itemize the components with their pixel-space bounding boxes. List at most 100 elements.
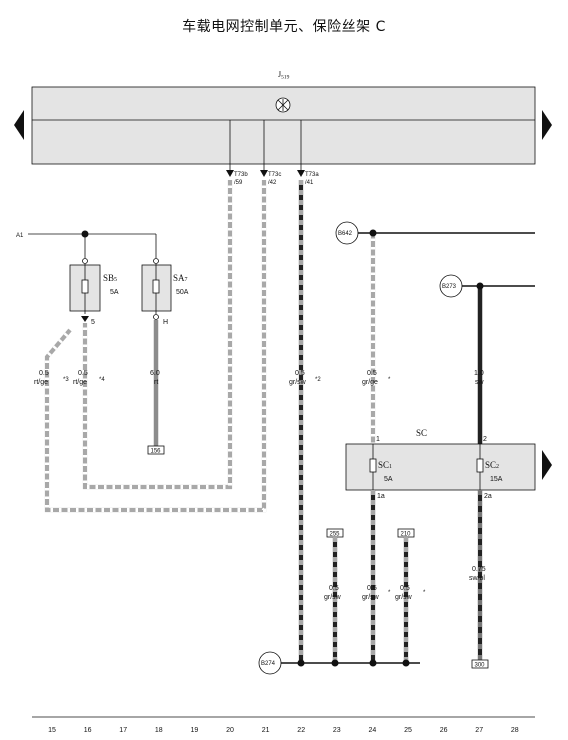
svg-text:/59: /59 (234, 180, 243, 186)
svg-text:T73a: T73a (305, 172, 319, 178)
column-number: 20 (226, 727, 234, 734)
wire-rt-ge[interactable] (44, 180, 267, 513)
svg-text:50A: 50A (176, 289, 189, 296)
svg-text:sw: sw (475, 379, 485, 386)
ref-300[interactable]: 300 (471, 659, 489, 669)
terminal-a1-label: A1 (16, 233, 24, 239)
control-unit-j519[interactable]: J519 (31, 70, 536, 165)
fuse-circle-icon (275, 97, 291, 113)
ref-255[interactable]: 255 (326, 528, 344, 538)
svg-text:156: 156 (151, 449, 162, 455)
junction-dot (297, 659, 305, 667)
connector-t73c: T73c /42 (268, 172, 281, 186)
control-unit-label: J519 (278, 70, 290, 81)
wire-label: 0.5 rt/ge *4 (73, 370, 105, 386)
junction-dot (81, 230, 89, 238)
fuse-sa7[interactable]: SA7 50A H (141, 258, 189, 327)
svg-text:gr/sw: gr/sw (362, 594, 380, 601)
junction-dot (369, 229, 377, 237)
connector-leads (229, 120, 302, 170)
svg-text:6.0: 6.0 (150, 370, 160, 377)
svg-text:*2: *2 (315, 377, 321, 383)
ref-210[interactable]: 210 (397, 528, 415, 538)
fuse-icon (81, 279, 89, 294)
ref-156[interactable]: 156 (147, 445, 165, 455)
junction-dot (476, 282, 484, 290)
svg-text:0.5: 0.5 (400, 585, 410, 592)
svg-text:SA7: SA7 (173, 273, 188, 283)
svg-text:T73c: T73c (268, 172, 281, 178)
ground-b274[interactable]: B274 (258, 651, 282, 675)
svg-text:1.0: 1.0 (474, 370, 484, 377)
junction-dot (369, 659, 377, 667)
column-number: 25 (404, 727, 412, 734)
junction-dot (331, 659, 339, 667)
svg-text:B642: B642 (338, 231, 353, 237)
column-number: 16 (84, 727, 92, 734)
svg-text:1: 1 (376, 436, 380, 443)
connector-t73b: T73b /59 (234, 172, 248, 186)
column-number: 28 (511, 727, 519, 734)
column-number: 22 (297, 727, 305, 734)
wire-label: 0.5 rt/ge *3 (34, 370, 69, 386)
column-number: 23 (333, 727, 341, 734)
control-unit-id-sub: 519 (281, 75, 290, 81)
svg-text:1a: 1a (377, 493, 385, 500)
svg-text:5A: 5A (110, 289, 119, 296)
connector-t73a: T73a /41 (305, 172, 319, 186)
wire-label: 0.5 gr/sw *2 (289, 370, 321, 386)
svg-text:SC2: SC2 (485, 460, 499, 470)
column-number: 18 (155, 727, 163, 734)
chevron-down-icon (226, 170, 234, 177)
svg-text:B274: B274 (261, 661, 276, 667)
column-number: 19 (191, 727, 199, 734)
svg-text:*4: *4 (99, 377, 105, 383)
fuse-holder-sc[interactable]: SC 1 2 SC1 5A SC2 15A 1a 2a (345, 428, 536, 500)
connector-arrows (226, 170, 305, 177)
arrow-right-icon[interactable] (542, 450, 552, 480)
column-number: 17 (119, 727, 127, 734)
svg-text:gr/sw: gr/sw (395, 594, 413, 601)
fuse-icon (369, 458, 377, 473)
fuse-icon (152, 279, 160, 294)
svg-text:*: * (388, 590, 391, 596)
svg-text:rt/ge: rt/ge (34, 379, 48, 386)
column-number: 24 (369, 727, 377, 734)
wire-label: 0.5 gr/sw * (395, 585, 426, 601)
svg-text:210: 210 (401, 532, 412, 538)
svg-text:H: H (163, 319, 168, 326)
column-number: 21 (262, 727, 270, 734)
wire-label: 6.0 rt (150, 370, 160, 386)
arrow-right-icon[interactable] (542, 110, 552, 140)
svg-text:0.5: 0.5 (329, 585, 339, 592)
svg-text:2a: 2a (484, 493, 492, 500)
svg-text:0.5: 0.5 (39, 370, 49, 377)
fuse-sb5[interactable]: SB5 5A 5 (69, 258, 119, 327)
svg-text:15A: 15A (490, 476, 503, 483)
svg-text:0.5: 0.5 (78, 370, 88, 377)
junction-dot (402, 659, 410, 667)
column-number: 26 (440, 727, 448, 734)
ground-b273[interactable]: B273 (439, 274, 463, 298)
arrow-left-icon[interactable] (14, 110, 24, 140)
column-number: 27 (475, 727, 483, 734)
svg-text:*: * (423, 590, 426, 596)
svg-text:/41: /41 (305, 180, 314, 186)
wire-label: 0.5 gr/ge * (362, 370, 391, 386)
wire-label: 0.75 sw/bl (469, 566, 486, 582)
svg-text:gr/sw: gr/sw (324, 594, 342, 601)
ground-b642[interactable]: B642 (335, 221, 359, 245)
fuse-icon (476, 458, 484, 473)
svg-text:B273: B273 (442, 284, 457, 290)
svg-text:5A: 5A (384, 476, 393, 483)
svg-text:T73b: T73b (234, 172, 248, 178)
svg-text:SC1: SC1 (378, 460, 392, 470)
svg-text:*3: *3 (63, 377, 69, 383)
svg-text:0.5: 0.5 (295, 370, 305, 377)
control-unit-id: J (278, 70, 281, 79)
svg-text:rt: rt (154, 379, 158, 386)
svg-text:2: 2 (483, 436, 487, 443)
svg-text:SB5: SB5 (103, 273, 117, 283)
chevron-down-icon (81, 316, 89, 322)
svg-text:rt/ge: rt/ge (73, 379, 87, 386)
